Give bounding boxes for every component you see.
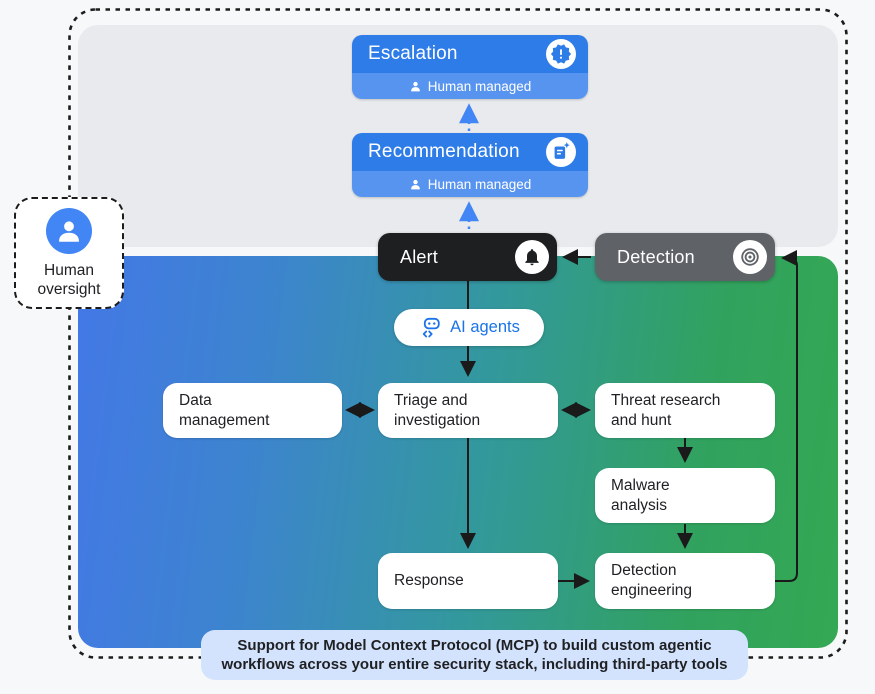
detection-box: Detection — [595, 233, 775, 281]
node-text: Data — [179, 391, 212, 409]
human-oversight-label: Human oversight — [37, 261, 101, 298]
node-response: Response — [378, 553, 558, 609]
recommendation-managed-label: Human managed — [427, 176, 532, 192]
alert-box: Alert — [378, 233, 557, 281]
node-text: Malware — [611, 476, 670, 494]
node-data-management: Data management — [163, 383, 342, 438]
ai-agents-pill: AI agents — [394, 309, 544, 346]
node-text: and hunt — [611, 411, 672, 429]
mcp-banner: Support for Model Context Protocol (MCP)… — [201, 630, 748, 680]
bell-icon — [515, 240, 549, 274]
escalation-label: Escalation — [368, 43, 458, 64]
human-avatar-icon — [46, 207, 92, 254]
escalation-box: Escalation Human managed — [352, 35, 588, 99]
node-text: Detection — [611, 562, 677, 579]
node-text: Threat research — [611, 391, 721, 409]
node-threat-research: Threat research and hunt — [595, 383, 775, 438]
node-text: analysis — [611, 496, 667, 514]
alert-label: Alert — [400, 246, 439, 267]
recommendation-box: Recommendation Human managed — [352, 133, 588, 197]
ai-agents-label: AI agents — [450, 318, 520, 336]
person-icon — [409, 178, 422, 191]
node-text: investigation — [394, 411, 481, 429]
mcp-banner-line1: Support for Model Context Protocol (MCP)… — [237, 637, 712, 654]
recommendation-label: Recommendation — [368, 141, 520, 162]
bullseye-icon — [733, 240, 767, 274]
node-text: Response — [394, 572, 464, 589]
node-detection-engineering: Detection engineering — [595, 553, 775, 609]
escalation-badge-icon — [546, 39, 576, 69]
escalation-managed-label: Human managed — [427, 78, 532, 94]
node-malware-analysis: Malware analysis — [595, 468, 775, 523]
detection-label: Detection — [617, 246, 695, 267]
human-oversight-box: Human oversight — [14, 197, 124, 309]
node-text: Triage and — [394, 391, 468, 409]
mcp-banner-line2: workflows across your entire security st… — [221, 656, 728, 673]
recommendation-note-icon — [546, 137, 576, 167]
robot-agent-icon — [418, 316, 442, 340]
node-text: management — [179, 411, 270, 429]
person-icon — [409, 80, 422, 93]
node-text: engineering — [611, 582, 693, 599]
node-triage-investigation: Triage and investigation — [378, 383, 558, 438]
